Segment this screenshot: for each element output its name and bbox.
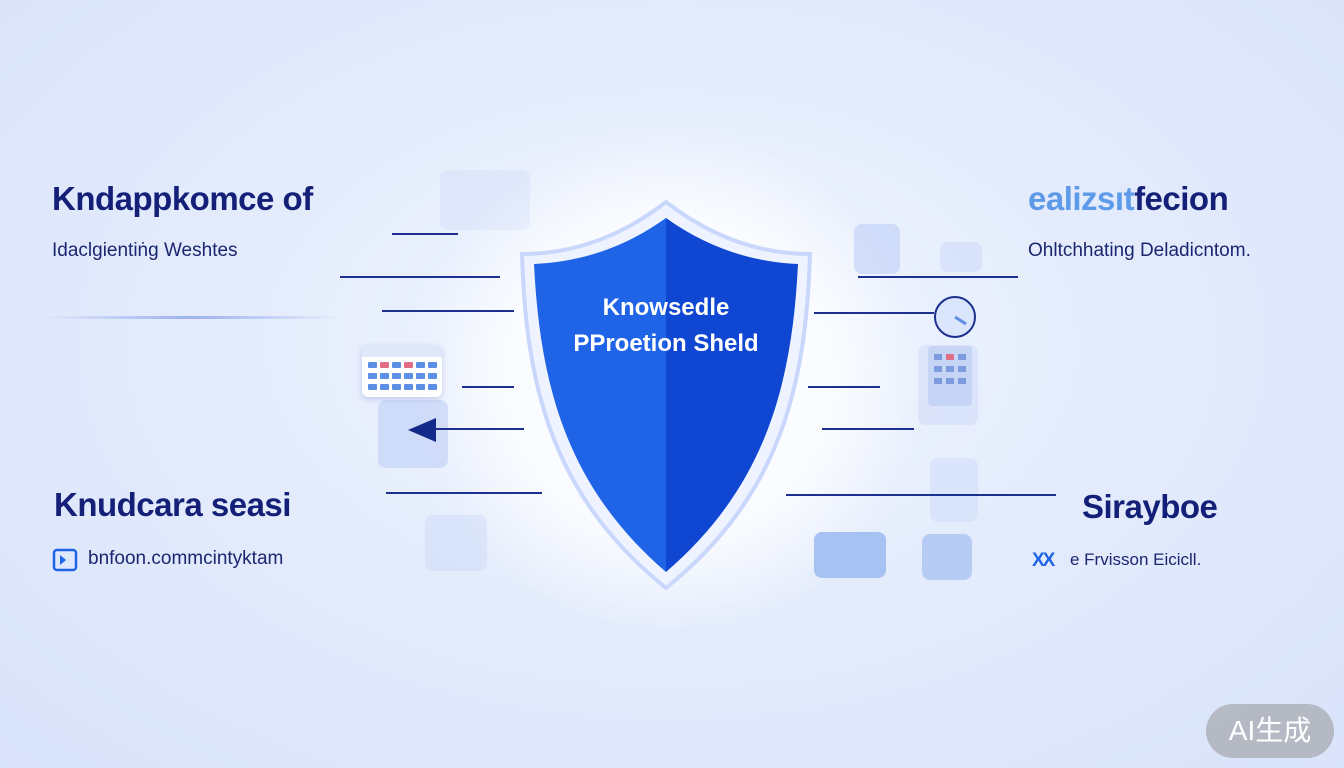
connector-line (814, 312, 934, 314)
connector-line (392, 233, 458, 235)
connector-line (382, 310, 514, 312)
right-top-subtitle: Ohltchhating Deladicntom. (1028, 240, 1251, 261)
connector-line (340, 276, 500, 278)
left-top-subtitle: Idaclgientiṅg Weshtes (52, 240, 238, 261)
divider-line (40, 316, 340, 319)
connector-line (386, 492, 542, 494)
left-bottom-title: Knudcara seasi (54, 486, 291, 523)
bg-block (440, 170, 530, 230)
calendar-cell (428, 384, 437, 390)
connector-line (432, 428, 524, 430)
calendar-cell (416, 373, 425, 379)
connector-line (822, 428, 914, 430)
calendar-cell (380, 362, 389, 368)
right-bottom-subtitle: e Frvisson Eicicll. (1070, 550, 1202, 569)
calendar-cell (380, 373, 389, 379)
bg-block (922, 534, 972, 580)
calendar-cell (368, 362, 377, 368)
calendar-cell (416, 362, 425, 368)
clock-icon (934, 296, 976, 338)
grid-icon (928, 346, 972, 406)
shield-title-line1: Knowsedle (602, 294, 730, 321)
bg-block (378, 400, 448, 468)
calendar-cell (416, 384, 425, 390)
connector-line (858, 276, 1018, 278)
connector-line (462, 386, 514, 388)
right-bottom-title: Sirayboe (1082, 488, 1218, 525)
left-bottom-subtitle: bnfoon.commcintyktam (88, 548, 284, 569)
calendar-cell (428, 373, 437, 379)
bg-block (854, 224, 900, 274)
calendar-cell (380, 384, 389, 390)
calendar-cell (368, 384, 377, 390)
right-bottom-icon-text: XX (1032, 550, 1055, 571)
calendar-cell (392, 373, 401, 379)
bg-block (940, 242, 982, 272)
protection-shield: Knowsedle PProetion Sheld (512, 196, 820, 596)
right-top-title-accent: ealizsıt (1028, 180, 1135, 217)
connector-line (808, 386, 880, 388)
calendar-cell (392, 362, 401, 368)
calendar-cell (404, 384, 413, 390)
link-icon (52, 548, 78, 572)
shield-title-line2: PProetion Sheld (573, 330, 759, 357)
ai-generated-badge: AI生成 (1206, 704, 1334, 758)
calendar-icon (362, 345, 442, 397)
connector-line (786, 494, 1056, 496)
calendar-cell (368, 373, 377, 379)
calendar-cell (404, 373, 413, 379)
bg-block (425, 515, 487, 571)
calendar-cell (404, 362, 413, 368)
calendar-cell (428, 362, 437, 368)
bg-block (814, 532, 886, 578)
calendar-cell (392, 384, 401, 390)
arrow-left-icon (408, 418, 436, 442)
right-top-title-main: fecion (1134, 180, 1229, 217)
left-top-title: Kndappkomce of (52, 180, 313, 217)
right-top-title: ealizsıtfecion (1028, 180, 1229, 218)
bg-block (930, 458, 978, 522)
